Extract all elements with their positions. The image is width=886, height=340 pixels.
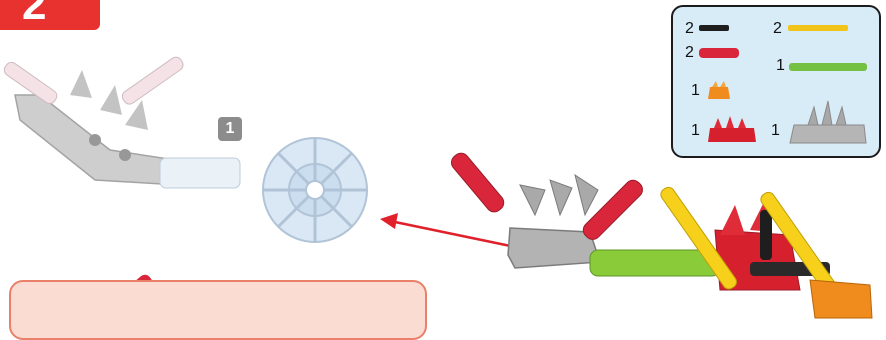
assembly-arrow [380, 213, 520, 248]
tip-panel [9, 280, 427, 340]
red-connector-icon [706, 114, 758, 144]
part-qty: 1 [691, 82, 700, 100]
part-qty: 1 [776, 57, 785, 75]
part-qty: 2 [685, 20, 694, 38]
part-qty: 1 [691, 122, 700, 140]
sub-assembly-marker: 1 [218, 117, 242, 141]
gray-connector-icon [788, 97, 868, 145]
yellow-rod-long-icon [788, 23, 848, 33]
green-rod-icon [789, 59, 867, 75]
sub-assembly-1 [2, 55, 367, 242]
part-qty: 2 [685, 44, 694, 62]
black-rod-short-icon [699, 23, 729, 33]
parts-list-panel: 2 2 2 1 1 1 1 [671, 5, 881, 158]
orange-connector-icon [706, 79, 732, 101]
sub-assembly-2 [448, 150, 872, 318]
part-qty: 2 [773, 20, 782, 38]
red-rod-icon [699, 45, 739, 61]
part-qty: 1 [771, 122, 780, 140]
